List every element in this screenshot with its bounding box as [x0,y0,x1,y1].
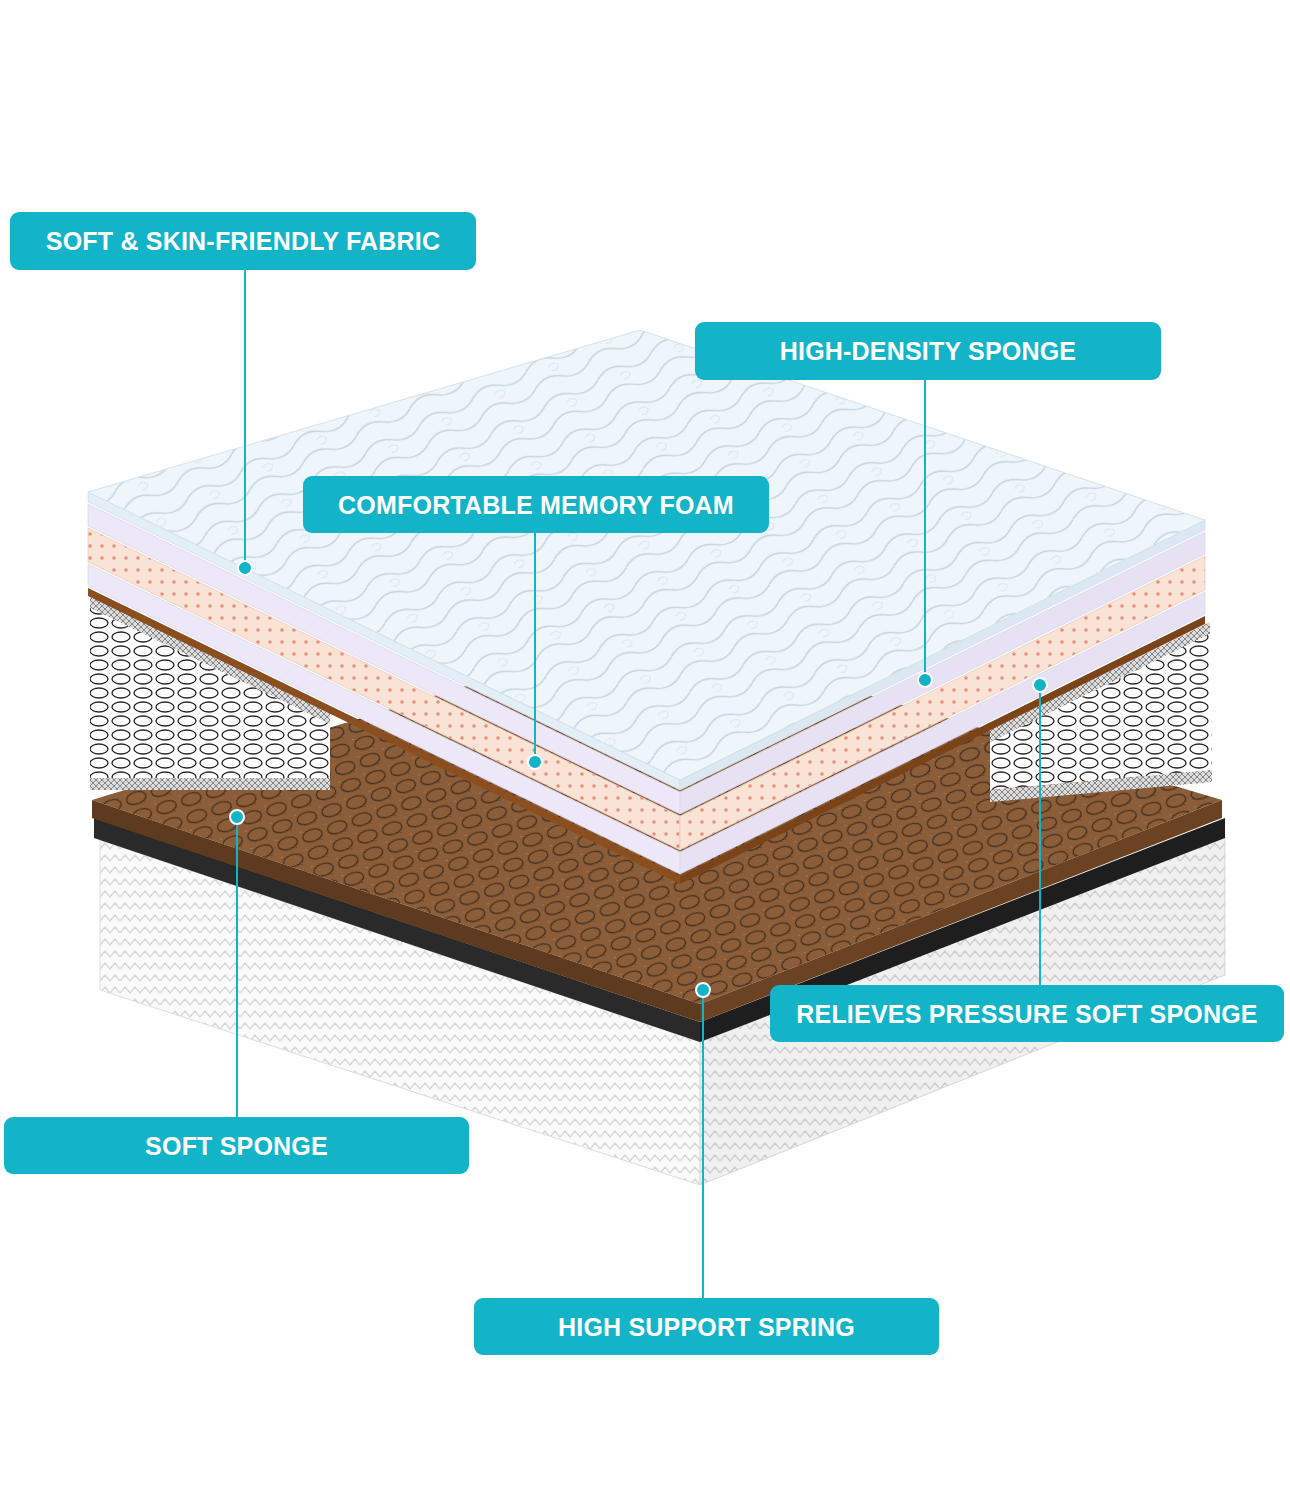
leader-line [236,817,238,1117]
leader-dot [918,673,932,687]
fabric-top [88,330,1205,780]
leader-dot [230,810,244,824]
callout-label: SOFT SPONGE [4,1117,469,1174]
callout-label: SOFT & SKIN-FRIENDLY FABRIC [10,212,476,270]
leader-line [244,270,246,568]
callout-label: HIGH-DENSITY SPONGE [695,322,1161,380]
callout-label: HIGH SUPPORT SPRING [474,1298,939,1355]
callout-text: SOFT & SKIN-FRIENDLY FABRIC [46,226,440,256]
spring-mesh [90,778,330,790]
leader-dot [528,755,542,769]
leader-line [702,990,704,1298]
leader-line [534,532,536,762]
leader-dot [238,561,252,575]
callout-text: SOFT SPONGE [145,1131,328,1161]
leader-line [1039,685,1041,985]
leader-line [924,380,926,680]
callout-label: RELIEVES PRESSURE SOFT SPONGE [770,985,1284,1042]
leader-dot [696,983,710,997]
callout-text: COMFORTABLE MEMORY FOAM [338,490,734,520]
callout-text: HIGH SUPPORT SPRING [558,1312,855,1342]
spring-mesh [990,770,1212,802]
callout-text: RELIEVES PRESSURE SOFT SPONGE [796,999,1257,1029]
callout-label: COMFORTABLE MEMORY FOAM [303,476,769,533]
leader-dot [1033,678,1047,692]
callout-text: HIGH-DENSITY SPONGE [780,336,1076,366]
